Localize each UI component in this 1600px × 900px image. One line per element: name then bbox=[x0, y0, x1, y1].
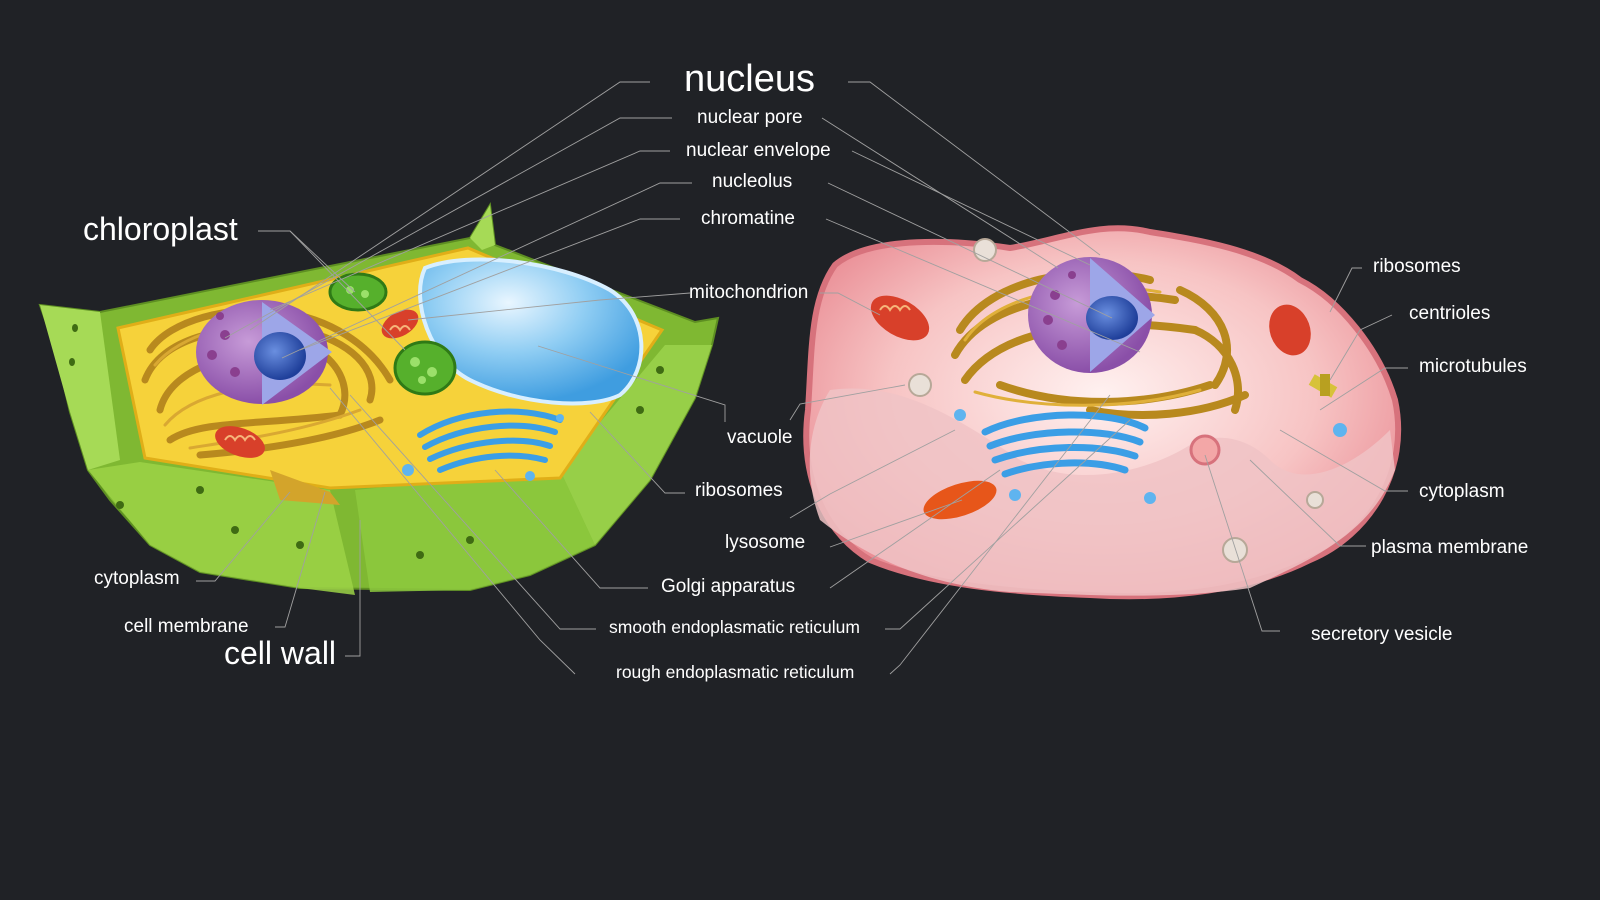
chloroplast-shape bbox=[328, 272, 457, 396]
label-centrioles: centrioles bbox=[1409, 303, 1491, 324]
label-secretory-vesicle: secretory vesicle bbox=[1311, 624, 1453, 645]
label-nuclear-pore: nuclear pore bbox=[697, 107, 803, 128]
label-rough-er: rough endoplasmatic reticulum bbox=[616, 662, 855, 682]
label-nucleus: nucleus bbox=[684, 58, 815, 100]
label-cell-wall: cell wall bbox=[224, 635, 337, 671]
animal-mitochondrion-shape bbox=[870, 295, 1311, 356]
label-nucleolus: nucleolus bbox=[712, 171, 793, 192]
animal-cell-illustration bbox=[803, 225, 1402, 600]
label-microtubules: microtubules bbox=[1419, 356, 1527, 377]
label-chloroplast: chloroplast bbox=[83, 211, 238, 247]
label-cell-membrane: cell membrane bbox=[124, 616, 249, 637]
label-chromatine: chromatine bbox=[701, 208, 795, 229]
centrioles-shape bbox=[1308, 374, 1338, 398]
label-mitochondrion: mitochondrion bbox=[689, 282, 809, 303]
label-cytoplasm-plant: cytoplasm bbox=[94, 568, 180, 589]
plant-nucleus-shape bbox=[196, 300, 332, 405]
label-plasma-membrane: plasma membrane bbox=[1371, 537, 1529, 558]
label-nuclear-envelope: nuclear envelope bbox=[686, 140, 831, 161]
label-smooth-er: smooth endoplasmatic reticulum bbox=[609, 617, 860, 637]
label-ribosomes-animal: ribosomes bbox=[1373, 256, 1461, 277]
leader-lines bbox=[196, 81, 1408, 675]
label-cytoplasm-animal: cytoplasm bbox=[1419, 481, 1505, 502]
plant-mitochondrion-shape bbox=[215, 309, 419, 458]
label-vacuole: vacuole bbox=[727, 427, 793, 448]
label-golgi-apparatus: Golgi apparatus bbox=[661, 576, 796, 597]
label-lysosome: lysosome bbox=[725, 532, 806, 553]
label-ribosomes-center: ribosomes bbox=[695, 480, 783, 501]
